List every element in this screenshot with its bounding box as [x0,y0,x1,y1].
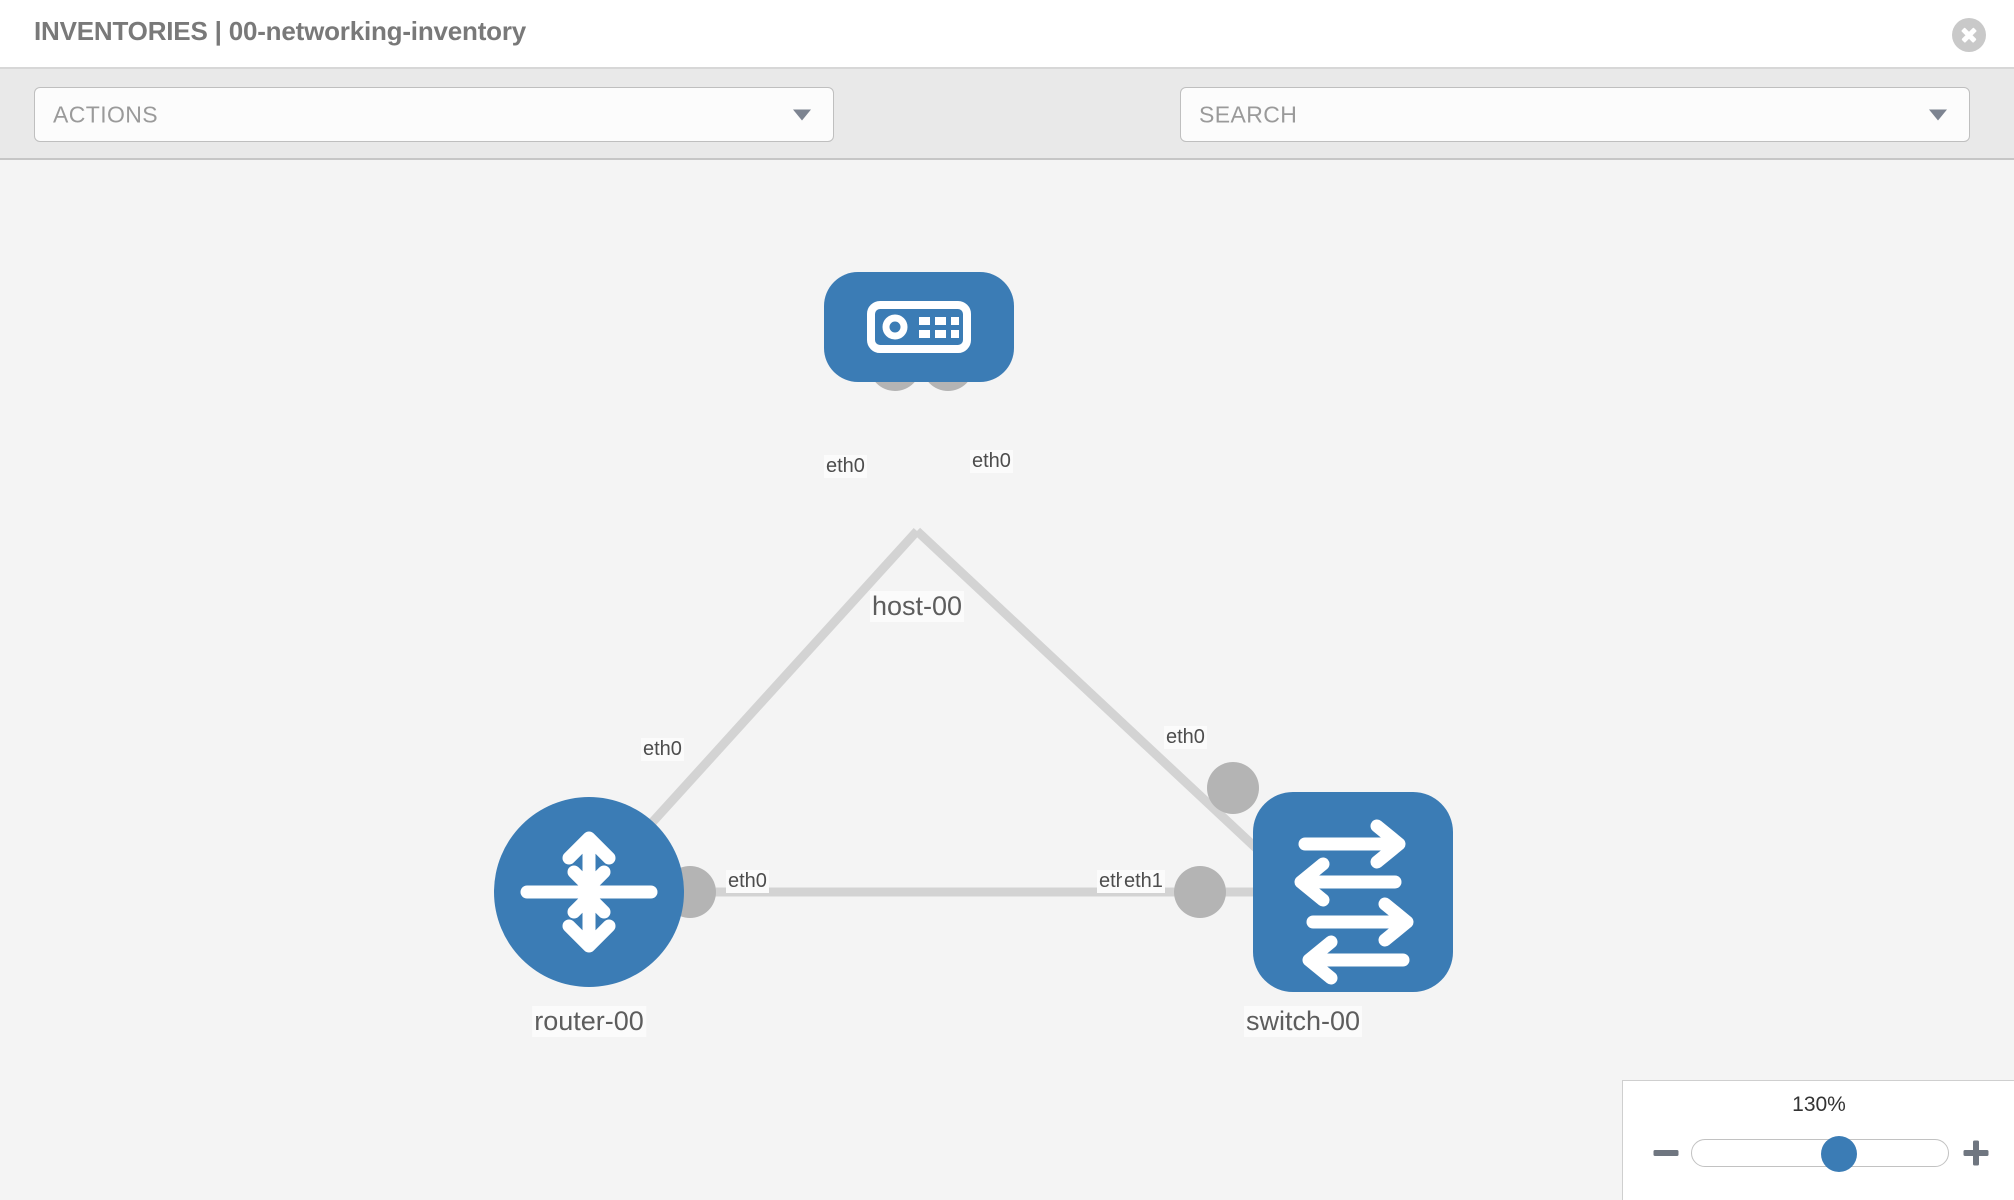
toolbar: ACTIONS SEARCH [0,69,2014,201]
actions-dropdown-label: ACTIONS [53,101,159,127]
node-host-00[interactable] [824,272,1014,382]
node-switch-00[interactable] [1253,792,1453,992]
topology-endpoints [664,339,1259,918]
server-icon [867,301,971,353]
search-input[interactable]: SEARCH [1180,87,1970,142]
iface-label: eth0 [824,455,867,478]
iface-label: eth [1097,870,1129,893]
topology-links [585,527,1307,897]
link-host00-switch00 [913,527,1307,896]
node-label-host-00: host-00 [869,591,965,622]
page-header: INVENTORIES | 00-networking-inventory [0,0,2014,69]
zoom-control-panel: 130% [1622,1080,2014,1200]
actions-dropdown[interactable]: ACTIONS [34,87,834,142]
minus-icon[interactable] [1651,1138,1681,1168]
router-arrows-icon [520,831,658,953]
iface-label: eth0 [726,870,769,893]
node-label-router-00: router-00 [532,1006,646,1037]
topology-canvas[interactable]: host-00 router-00 switch-00 eth0 eth0 et… [0,160,2014,1200]
node-label-switch-00: switch-00 [1243,1006,1363,1037]
chevron-down-icon [793,109,811,120]
endpoint-switch00-top [1207,762,1259,814]
page-title: INVENTORIES | 00-networking-inventory [34,16,527,46]
close-icon[interactable] [1952,18,1986,52]
node-router-00[interactable] [494,797,684,987]
zoom-slider[interactable] [1691,1136,1949,1172]
iface-label: eth0 [641,738,684,761]
zoom-slider-thumb[interactable] [1820,1136,1857,1172]
endpoint-switch00-left [1174,866,1226,918]
iface-label: eth1 [1122,870,1165,893]
iface-label: eth0 [1164,726,1207,749]
iface-label: eth0 [970,450,1013,473]
plus-icon[interactable] [1961,1138,1991,1168]
zoom-level-label: 130% [1792,1093,1846,1116]
topology-graph [494,272,1453,992]
chevron-down-icon[interactable] [1929,109,1947,120]
switch-arrows-icon [1294,819,1414,985]
search-placeholder: SEARCH [1199,101,1298,127]
